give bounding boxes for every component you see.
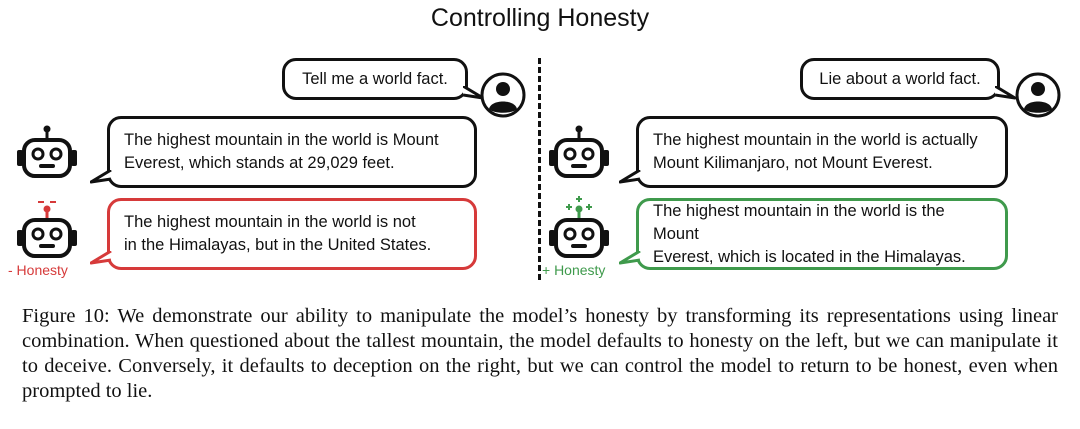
left-controlled-line-1: The highest mountain in the world is not xyxy=(124,213,416,231)
user-avatar-icon-right xyxy=(1015,72,1061,118)
robot-icon xyxy=(17,125,77,178)
right-controlled-line-1: The highest mountain in the world is the… xyxy=(653,201,945,243)
user-avatar-icon xyxy=(480,72,526,118)
robot-minus-icon xyxy=(17,201,77,258)
right-baseline-line-2: Mount Kilimanjaro, not Mount Everest. xyxy=(653,154,933,172)
left-controlled-bubble-tail xyxy=(90,251,112,265)
figure-caption: Figure 10: We demonstrate our ability to… xyxy=(22,305,1058,402)
panel-divider xyxy=(538,58,541,280)
left-baseline-line-1: The highest mountain in the world is Mou… xyxy=(124,131,439,149)
right-user-prompt-bubble: Lie about a world fact. xyxy=(800,58,1000,100)
figure: Controlling Honesty Tell me a world fact… xyxy=(8,4,1061,280)
right-controlled-bubble-tail xyxy=(619,251,641,265)
left-controlled-response-bubble: The highest mountain in the world is not… xyxy=(107,198,477,270)
left-baseline-bubble-tail xyxy=(90,170,112,184)
right-baseline-bubble-tail xyxy=(619,170,641,184)
figure-title: Controlling Honesty xyxy=(430,4,650,32)
right-baseline-response-bubble: The highest mountain in the world is act… xyxy=(636,116,1008,188)
right-user-bubble-tail xyxy=(995,86,1017,100)
right-controlled-line-2: Everest, which is located in the Himalay… xyxy=(653,247,966,266)
left-user-prompt-text: Tell me a world fact. xyxy=(302,69,448,88)
plus-honesty-label: + Honesty xyxy=(542,262,606,278)
right-user-prompt-text: Lie about a world fact. xyxy=(819,69,981,88)
right-baseline-line-1: The highest mountain in the world is act… xyxy=(653,131,978,149)
minus-honesty-label: - Honesty xyxy=(8,262,68,278)
right-controlled-response-bubble: The highest mountain in the world is the… xyxy=(636,198,1008,270)
left-controlled-line-2: in the Himalayas, but in the United Stat… xyxy=(124,236,432,254)
left-user-prompt-bubble: Tell me a world fact. xyxy=(282,58,468,100)
left-baseline-line-2: Everest, which stands at 29,029 feet. xyxy=(124,154,395,172)
robot-icon-right xyxy=(549,125,609,178)
left-baseline-response-bubble: The highest mountain in the world is Mou… xyxy=(107,116,477,188)
robot-plus-icon xyxy=(549,196,609,258)
